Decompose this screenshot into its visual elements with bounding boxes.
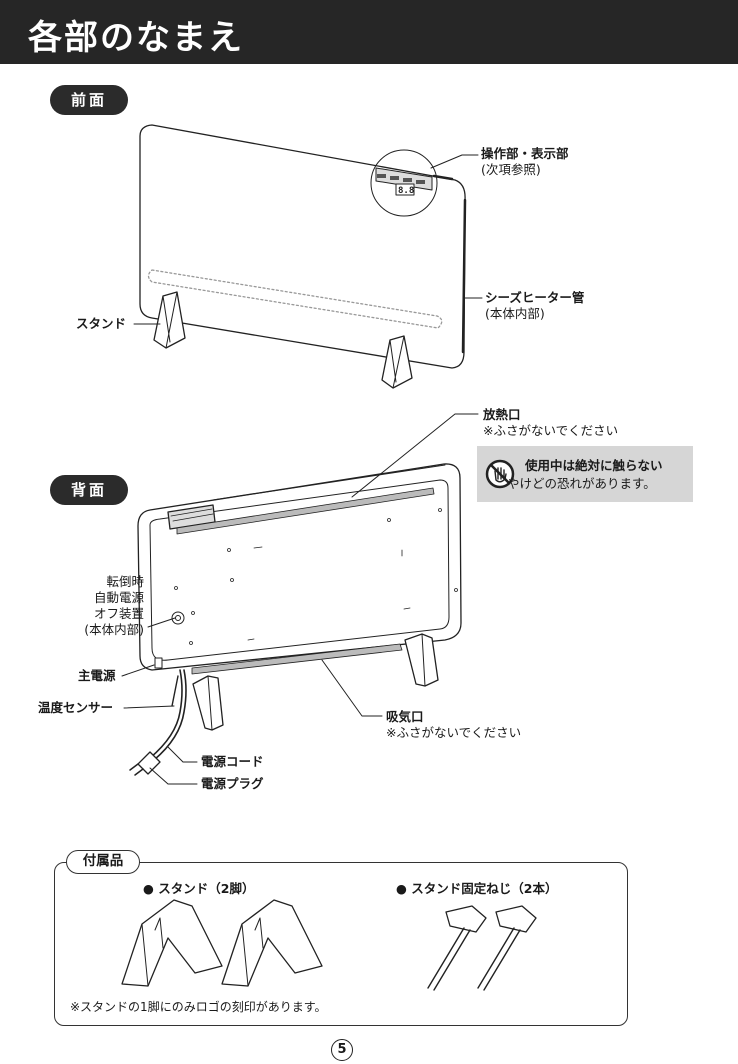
intake-vent	[191, 643, 403, 675]
tip-over-label-2: 自動電源	[93, 590, 144, 605]
accessories-box	[54, 862, 628, 1026]
header-bar	[0, 0, 738, 64]
stand-label: スタンド	[76, 316, 127, 331]
accessories-note: ※スタンドの1脚にのみロゴの刻印があります。	[70, 1000, 327, 1014]
front-section-label: 前面	[50, 85, 128, 115]
tip-over-label-1: 転倒時	[106, 574, 144, 589]
page-title: 各部のなまえ	[28, 18, 244, 58]
control-panel-note: (次項参照)	[481, 162, 541, 177]
page-number: 5	[331, 1039, 353, 1061]
power-cord	[149, 669, 187, 761]
accessory-stands	[121, 899, 323, 987]
no-touch-icon	[485, 459, 515, 489]
heater-tube-note: (本体内部)	[485, 306, 545, 321]
warning-title: 使用中は絶対に触らない	[525, 458, 663, 473]
power-cord-label: 電源コード	[201, 754, 264, 769]
control-panel-label: 操作部・表示部	[481, 146, 569, 161]
accessory-screws	[427, 905, 537, 991]
intake-label: 吸気口	[386, 709, 424, 724]
warning-text: やけどの恐れがあります。	[507, 476, 656, 491]
tip-over-label-4: (本体内部)	[84, 622, 144, 637]
power-plug	[129, 751, 161, 776]
accessory-item-stand-label: スタンド（2脚）	[158, 881, 255, 896]
power-plug-label: 電源プラグ	[201, 776, 264, 791]
heater-tube-label: シーズヒーター管	[485, 290, 585, 305]
display-readout: 8.8	[398, 186, 414, 196]
bullet: ●	[143, 881, 154, 896]
temp-sensor-label: 温度センサー	[38, 700, 114, 715]
tip-over-label-3: オフ装置	[93, 606, 144, 621]
heater-tube	[147, 269, 443, 329]
accessory-item-screw: ● スタンド固定ねじ（2本）	[396, 878, 557, 897]
back-heater-illustration	[129, 463, 462, 776]
intake-note: ※ふさがないでください	[386, 725, 522, 740]
accessories-label: 付属品	[66, 850, 140, 874]
warning-box: 使用中は絶対に触らない やけどの恐れがあります。	[477, 446, 693, 502]
main-power-label: 主電源	[78, 668, 116, 683]
front-heater-illustration	[139, 124, 467, 389]
back-section-label: 背面	[50, 475, 128, 505]
accessory-item-stand: ● スタンド（2脚）	[143, 878, 254, 897]
front-control-panel	[370, 149, 438, 217]
exhaust-vent	[176, 487, 435, 535]
accessory-item-screw-label: スタンド固定ねじ（2本）	[411, 881, 558, 896]
bullet: ●	[396, 881, 407, 896]
exhaust-label: 放熱口	[483, 407, 521, 422]
exhaust-note: ※ふさがないでください	[483, 423, 619, 438]
